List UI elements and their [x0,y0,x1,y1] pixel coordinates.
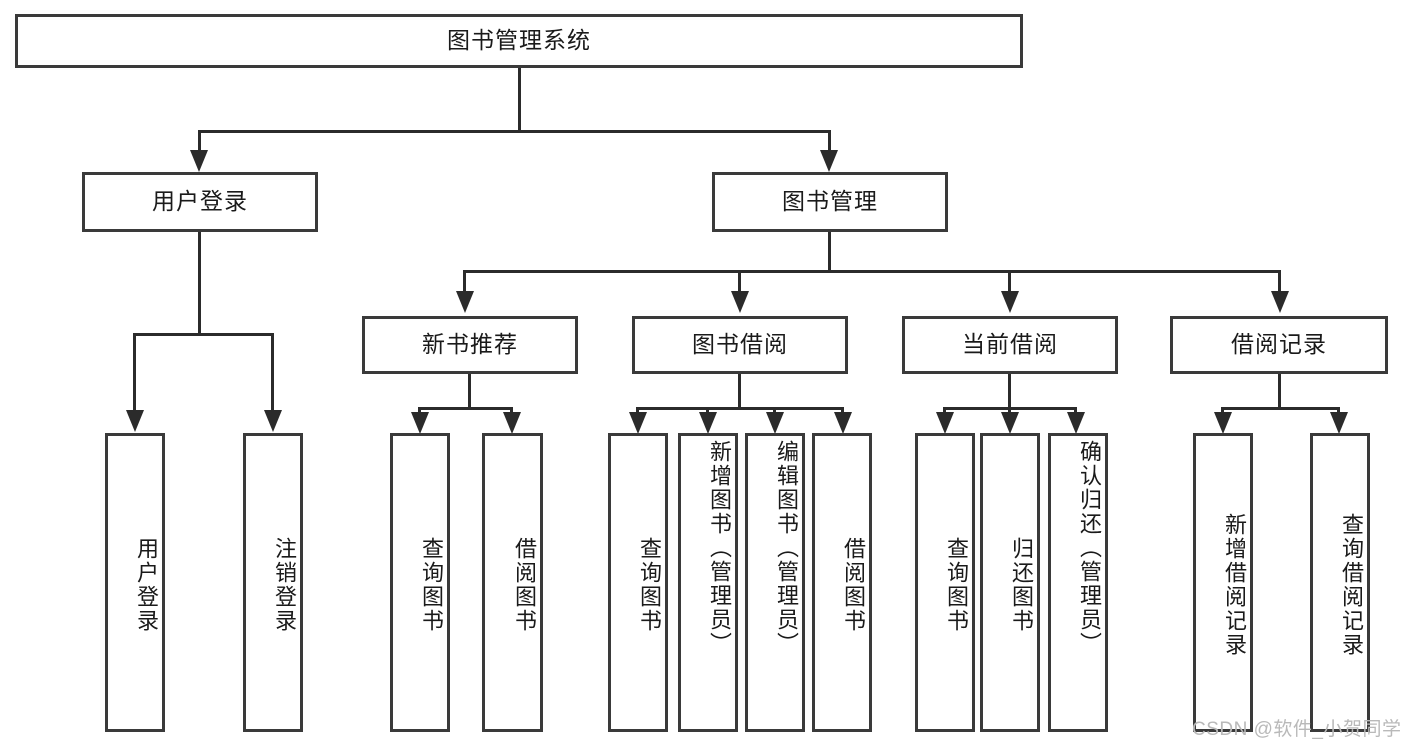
node-label: 注销登录 [272,536,297,633]
node-label: 查询图书 [637,536,662,633]
node-book-borrow[interactable]: 图书借阅 [632,316,848,374]
arrow-userlogin-to-leaf-1 [126,410,144,432]
node-label: 确认归还（管理员） [1077,440,1102,656]
node-root-system[interactable]: 图书管理系统 [15,14,1023,68]
connector-borrow-bus [636,407,844,410]
arrow-root-to-userlogin [190,150,208,172]
arrow-record-to-leaf-2 [1330,412,1348,434]
arrow-borrow-to-leaf-1 [629,412,647,434]
arrow-newbook-to-leaf-1 [411,412,429,434]
connector-current-to-leaf-2 [1008,407,1011,415]
connector-borrow-to-leaf-3 [773,407,776,415]
connector-current-to-leaf-1 [943,407,946,415]
connector-record-to-leaf-2 [1337,407,1340,415]
leaf-borrow-edit-book-admin[interactable]: 编辑图书（管理员） [745,433,805,732]
node-new-book-recommend[interactable]: 新书推荐 [362,316,578,374]
node-label: 图书管理 [782,188,878,215]
connector-borrow-to-leaf-4 [841,407,844,415]
node-label: 编辑图书（管理员） [774,440,799,656]
connector-record-to-leaf-1 [1221,407,1224,415]
node-label: 用户登录 [152,188,248,215]
arrow-bookmgmt-to-current [1001,291,1019,313]
node-label: 查询图书 [419,536,444,633]
node-current-borrow[interactable]: 当前借阅 [902,316,1118,374]
arrow-borrow-to-leaf-2 [699,412,717,434]
leaf-current-confirm-return-admin[interactable]: 确认归还（管理员） [1048,433,1108,732]
connector-userlogin-to-leaf-1 [133,333,136,411]
connector-borrow-to-leaf-1 [636,407,639,415]
arrow-userlogin-to-leaf-2 [264,410,282,432]
connector-current-stem [1008,374,1011,410]
leaf-record-query-record[interactable]: 查询借阅记录 [1310,433,1370,732]
node-label: 新增图书（管理员） [707,440,732,656]
node-label: 新书推荐 [422,331,518,358]
node-label: 查询借阅记录 [1339,512,1364,657]
arrow-newbook-to-leaf-2 [503,412,521,434]
connector-bookmgmt-to-record [1278,270,1281,292]
node-label: 新增借阅记录 [1222,512,1247,657]
leaf-new-book-borrow[interactable]: 借阅图书 [482,433,543,732]
arrow-root-to-bookmgmt [820,150,838,172]
connector-root-stem [518,68,521,130]
node-label: 借阅图书 [512,536,537,633]
leaf-new-book-query[interactable]: 查询图书 [390,433,450,732]
node-borrow-record[interactable]: 借阅记录 [1170,316,1388,374]
node-label: 当前借阅 [962,331,1058,358]
leaf-borrow-query-book[interactable]: 查询图书 [608,433,668,732]
connector-bookmgmt-to-borrow [738,270,741,292]
connector-record-stem [1278,374,1281,410]
arrow-current-to-leaf-1 [936,412,954,434]
connector-bookmgmt-bus [463,270,1281,273]
connector-borrow-stem [738,374,741,410]
node-book-management[interactable]: 图书管理 [712,172,948,232]
connector-root-bus [198,130,831,133]
connector-newbook-to-leaf-1 [418,407,421,415]
arrow-bookmgmt-to-newbook [456,291,474,313]
connector-userlogin-bus [133,333,271,336]
connector-userlogin-stem [198,232,201,336]
node-label: 借阅图书 [841,536,866,633]
node-label: 图书管理系统 [447,27,591,54]
arrow-bookmgmt-to-borrow [731,291,749,313]
leaf-current-return-book[interactable]: 归还图书 [980,433,1040,732]
node-label: 用户登录 [134,536,159,633]
arrow-borrow-to-leaf-4 [834,412,852,434]
connector-current-to-leaf-3 [1074,407,1077,415]
leaf-current-query-book[interactable]: 查询图书 [915,433,975,732]
connector-borrow-to-leaf-2 [706,407,709,415]
leaf-user-login-login[interactable]: 用户登录 [105,433,165,732]
arrow-borrow-to-leaf-3 [766,412,784,434]
connector-newbook-bus [418,407,512,410]
connector-root-to-bookmgmt [828,130,831,152]
node-label: 借阅记录 [1231,331,1327,358]
arrow-current-to-leaf-2 [1001,412,1019,434]
node-label: 查询图书 [944,536,969,633]
connector-bookmgmt-to-current [1008,270,1011,292]
arrow-current-to-leaf-3 [1067,412,1085,434]
connector-userlogin-to-leaf-2 [271,333,274,411]
connector-newbook-to-leaf-2 [510,407,513,415]
arrow-record-to-leaf-1 [1214,412,1232,434]
node-user-login[interactable]: 用户登录 [82,172,318,232]
connector-bookmgmt-stem [828,232,831,272]
connector-bookmgmt-to-newbook [463,270,466,292]
leaf-borrow-add-book-admin[interactable]: 新增图书（管理员） [678,433,738,732]
leaf-user-login-logout[interactable]: 注销登录 [243,433,303,732]
arrow-bookmgmt-to-record [1271,291,1289,313]
connector-newbook-stem [468,374,471,410]
leaf-borrow-borrow-book[interactable]: 借阅图书 [812,433,872,732]
connector-root-to-userlogin [198,130,201,152]
node-label: 归还图书 [1009,536,1034,633]
leaf-record-add-record[interactable]: 新增借阅记录 [1193,433,1253,732]
node-label: 图书借阅 [692,331,788,358]
connector-record-bus [1221,407,1339,410]
